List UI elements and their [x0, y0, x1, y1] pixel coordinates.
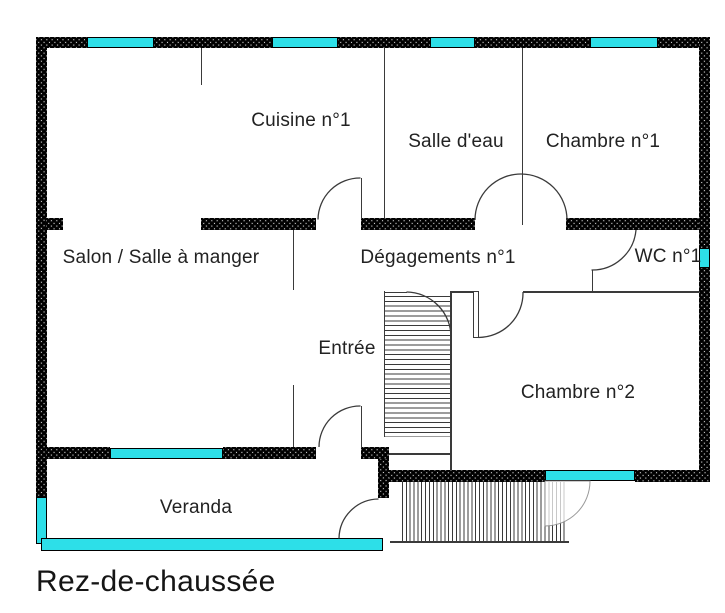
partition-corridor-south-a [450, 291, 474, 293]
wall-veranda-north-c [361, 447, 389, 459]
partition-wc-stub [591, 270, 593, 292]
partition-salon-entree-upper [292, 230, 294, 290]
floor-title: Rez-de-chaussée [36, 565, 276, 598]
door-arc-chambre2-icon [478, 291, 524, 339]
stair-top-edge-a [384, 291, 407, 293]
partition-chambre2-west [450, 291, 452, 470]
room-label-salon: Salon / Salle à manger [62, 247, 260, 268]
door-leaf-cuisine [360, 178, 362, 219]
wall-left [36, 37, 47, 497]
door-arc-cuisine-icon [317, 177, 361, 220]
wall-bottom-a [389, 470, 545, 482]
room-label-entree: Entrée [318, 338, 376, 359]
window-salle-deau-icon [430, 37, 475, 48]
stair-left-edge [383, 291, 385, 437]
window-veranda-north-icon [110, 448, 223, 459]
partition-salledeau-chambre1 [521, 48, 523, 225]
partition-cuisine-salledeau [383, 48, 385, 218]
wall-veranda-north-b [223, 447, 316, 459]
window-wc-icon [699, 248, 710, 268]
door-leaf-chambre2 [473, 291, 479, 338]
wall-top-d [475, 37, 590, 48]
wall-salledeau-south [361, 218, 475, 230]
door-arc-salon-veranda-icon [318, 405, 361, 448]
window-chambre2-icon [545, 470, 635, 481]
room-label-chambre2: Chambre n°2 [520, 382, 636, 403]
door-arc-wc-icon [591, 229, 637, 271]
wall-right-lower [699, 268, 710, 482]
wall-bottom-b [635, 470, 710, 482]
room-label-degagements: Dégagements n°1 [360, 247, 516, 268]
wall-right-upper [699, 37, 710, 248]
wall-chambre1-south [566, 218, 699, 230]
room-label-cuisine: Cuisine n°1 [251, 110, 351, 131]
partition-corridor-south-b [523, 291, 699, 293]
door-leaf-salon-veranda [360, 406, 362, 448]
wall-top-b [154, 37, 272, 48]
partition-salon-entree-lower [292, 385, 294, 447]
wall-top-a [36, 37, 87, 48]
window-chambre1-icon [590, 37, 658, 48]
staircase-icon [385, 296, 450, 437]
room-label-wc: WC n°1 [634, 246, 702, 267]
room-label-salle-deau: Salle d'eau [408, 131, 504, 152]
room-label-veranda: Veranda [159, 497, 233, 518]
door-arc-veranda-exit-icon [338, 498, 379, 539]
exterior-steps-icon [402, 482, 566, 541]
wall-top-e [658, 37, 710, 48]
entree-threshold-line [389, 453, 451, 455]
wall-veranda-north-a [46, 447, 110, 459]
window-left-veranda-icon [36, 497, 47, 544]
wall-top-c [338, 37, 430, 48]
partition-salon-cuisine [200, 48, 202, 85]
window-cuisine-icon [272, 37, 338, 48]
veranda-glazing-band-icon [41, 538, 383, 551]
wall-entree-west-strip [378, 459, 389, 498]
window-salon-icon [87, 37, 154, 48]
terrace-bottom-edge [390, 541, 569, 543]
wall-corridor-stub-left [46, 218, 63, 230]
room-label-chambre1: Chambre n°1 [545, 131, 661, 152]
wall-cuisine-south [201, 218, 316, 230]
